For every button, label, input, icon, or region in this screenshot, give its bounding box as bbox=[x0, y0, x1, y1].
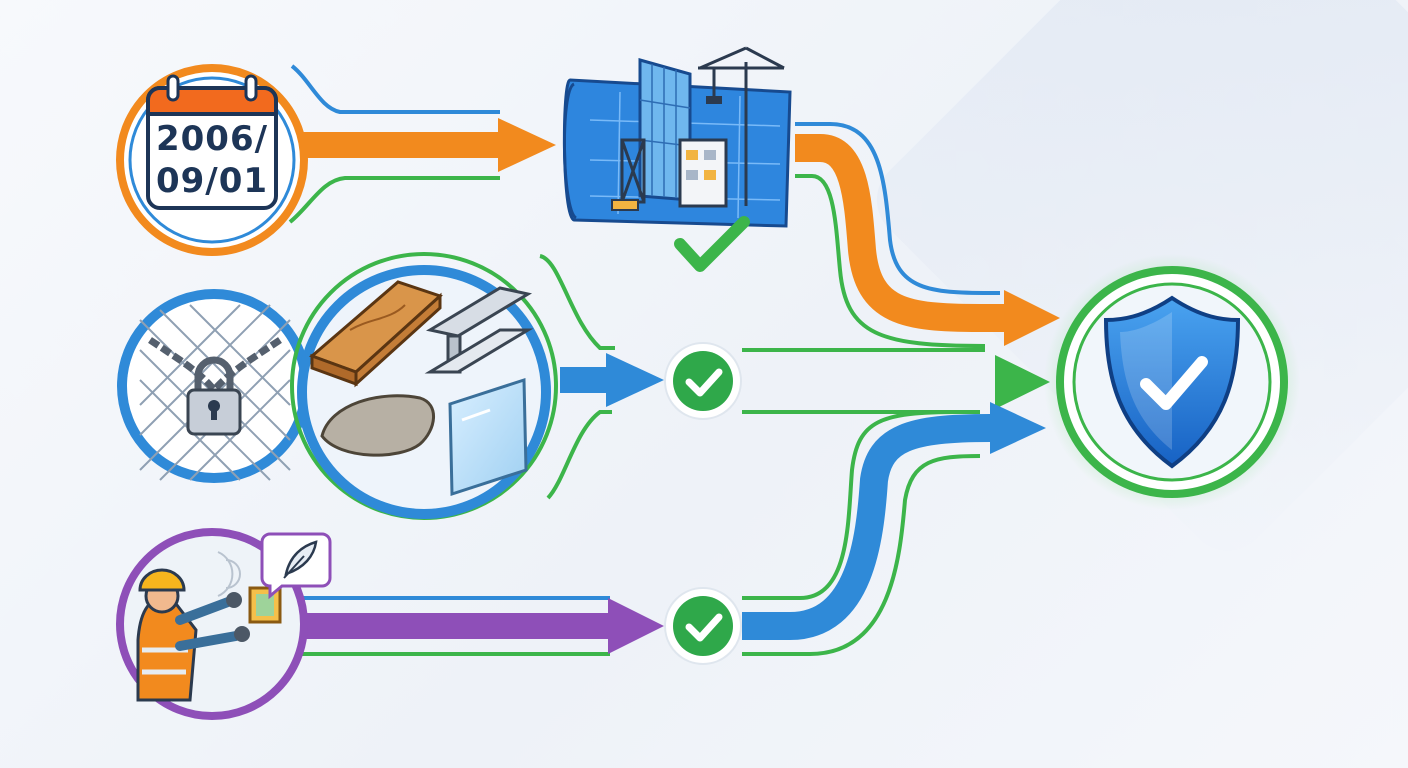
fenced-padlock-icon bbox=[139, 304, 291, 481]
check-icon bbox=[685, 368, 723, 397]
calendar-icon bbox=[146, 74, 278, 210]
arrow-bottom-check-to-shield bbox=[742, 402, 1046, 656]
arrow-calendar-to-blueprint bbox=[280, 64, 556, 224]
arrow-check-to-shield bbox=[742, 348, 1050, 414]
arrow-materials-to-check bbox=[539, 254, 664, 500]
fenced-padlock-node bbox=[117, 289, 311, 483]
arrow-blueprint-to-shield bbox=[795, 122, 1060, 348]
quill-icon bbox=[260, 532, 332, 600]
calendar-date-line1: 2006/ bbox=[155, 119, 269, 159]
connector-arrows bbox=[280, 64, 1060, 656]
materials-node bbox=[290, 252, 558, 520]
middle-check-badge bbox=[664, 342, 742, 420]
arrow-worker-to-check bbox=[296, 596, 664, 656]
worker-node bbox=[116, 528, 332, 720]
calendar-date: 2006/ 09/01 bbox=[150, 118, 274, 202]
check-icon bbox=[674, 216, 750, 272]
check-icon bbox=[685, 613, 723, 642]
shield-check-icon bbox=[1103, 295, 1241, 469]
materials-icon bbox=[309, 280, 534, 497]
calendar-node bbox=[116, 64, 308, 256]
bottom-check-badge bbox=[664, 587, 742, 665]
shield-node bbox=[1044, 254, 1300, 510]
calendar-date-line2: 09/01 bbox=[155, 161, 269, 201]
blueprint-construction-icon bbox=[562, 46, 792, 228]
